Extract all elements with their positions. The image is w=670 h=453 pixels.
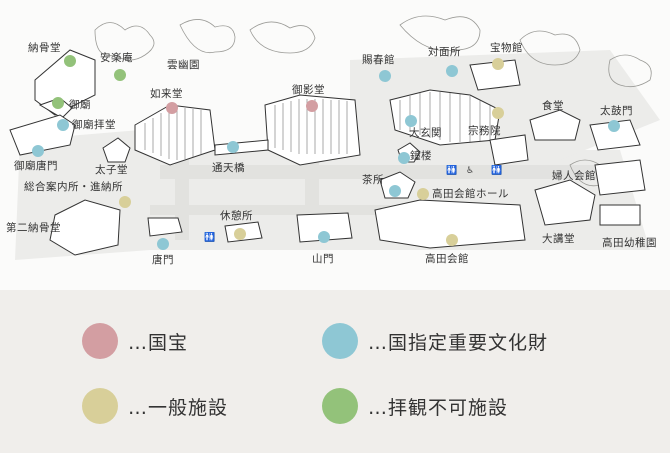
- accessible-icon: ♿: [466, 166, 475, 176]
- label-nyoraido: 如来堂: [150, 88, 183, 100]
- label-tsutenkyo: 通天橋: [212, 162, 245, 174]
- marker-takada-hall: [417, 188, 429, 200]
- restroom-icon: 🚻: [204, 233, 216, 243]
- marker-taimenjo: [446, 65, 458, 77]
- label-gobyo-karamon: 御廟唐門: [14, 160, 58, 172]
- marker-gobyo-karamon: [32, 145, 44, 157]
- marker-tsutenkyo: [227, 141, 239, 153]
- marker-daigenkan: [405, 115, 417, 127]
- label-nokotsudo: 納骨堂: [28, 42, 61, 54]
- marker-choshunkan: [379, 70, 391, 82]
- legend-item-fuka: …拝観不可施設: [322, 388, 508, 424]
- label-anrakuan: 安楽庵: [100, 52, 133, 64]
- label-dai2-nokotsudo: 第二納骨堂: [6, 222, 61, 234]
- restroom-icon: 🚻: [491, 166, 503, 176]
- marker-annai: [119, 196, 131, 208]
- label-kyukeijo: 休憩所: [220, 210, 253, 222]
- marker-chasho: [389, 185, 401, 197]
- marker-goeido: [306, 100, 318, 112]
- marker-nokotsudo: [64, 55, 76, 67]
- label-shokudo: 食堂: [542, 100, 564, 112]
- label-goeido: 御影堂: [292, 84, 325, 96]
- marker-shoro: [398, 152, 410, 164]
- legend-item-ippan: …一般施設: [82, 388, 228, 424]
- marker-karamon: [157, 238, 169, 250]
- legend-text-juyo: …国指定重要文化財: [368, 331, 549, 354]
- label-taikomon: 太鼓門: [600, 105, 633, 117]
- label-unyuen: 雲幽園: [167, 59, 200, 71]
- label-shumuin: 宗務院: [468, 125, 501, 137]
- marker-taikomon: [608, 120, 620, 132]
- legend-dot-kokuho: [82, 323, 118, 359]
- label-shoro: 鐘楼: [410, 150, 432, 162]
- label-taishido: 太子堂: [95, 164, 128, 176]
- legend-item-kokuho: …国宝: [82, 323, 188, 359]
- marker-nyoraido: [166, 102, 178, 114]
- label-gobyo: 御廟: [69, 99, 91, 111]
- label-annai: 総合案内所・進納所: [24, 181, 123, 193]
- label-takada-yochien: 高田幼稚園: [602, 237, 657, 249]
- marker-gobyo-haiden: [57, 119, 69, 131]
- legend-text-kokuho: …国宝: [128, 331, 189, 354]
- marker-kyukeijo: [234, 228, 246, 240]
- label-karamon: 唐門: [152, 254, 174, 266]
- label-sanmon: 山門: [312, 253, 334, 265]
- restroom-icon: 🚻: [446, 166, 458, 176]
- label-hommotsukan: 宝物館: [490, 42, 523, 54]
- legend-text-ippan: …一般施設: [128, 396, 229, 419]
- label-gobyo-haiden: 御廟拝堂: [72, 119, 116, 131]
- label-takada-hall: 高田会館ホール: [432, 188, 509, 200]
- marker-gobyo: [52, 97, 64, 109]
- legend-dot-fuka: [322, 388, 358, 424]
- marker-takada-kaikan: [446, 234, 458, 246]
- label-fujinkaikan: 婦人会館: [552, 170, 596, 182]
- legend: …国宝 …国指定重要文化財 …一般施設 …拝観不可施設: [0, 290, 670, 453]
- legend-text-fuka: …拝観不可施設: [368, 396, 509, 419]
- marker-shumuin: [492, 107, 504, 119]
- label-daigenkan: 大玄関: [409, 127, 442, 139]
- marker-hommotsukan: [492, 58, 504, 70]
- label-daikodo: 大講堂: [542, 233, 575, 245]
- map-base-drawing: [9, 15, 660, 260]
- legend-item-juyo: …国指定重要文化財: [322, 323, 548, 359]
- label-takada-kaikan: 高田会館: [425, 253, 469, 265]
- legend-dot-ippan: [82, 388, 118, 424]
- label-taimenjo: 対面所: [428, 46, 461, 58]
- label-choshunkan: 賜春館: [362, 54, 395, 66]
- marker-sanmon: [318, 231, 330, 243]
- temple-map: 🚻 🚻 🚻 ♿ 納骨堂 御廟 御廟拝堂 御廟唐門 安楽庵 雲幽園 如来堂 御影堂…: [6, 15, 660, 266]
- marker-anrakuan: [114, 69, 126, 81]
- label-chasho: 茶所: [362, 174, 384, 186]
- legend-dot-juyo: [322, 323, 358, 359]
